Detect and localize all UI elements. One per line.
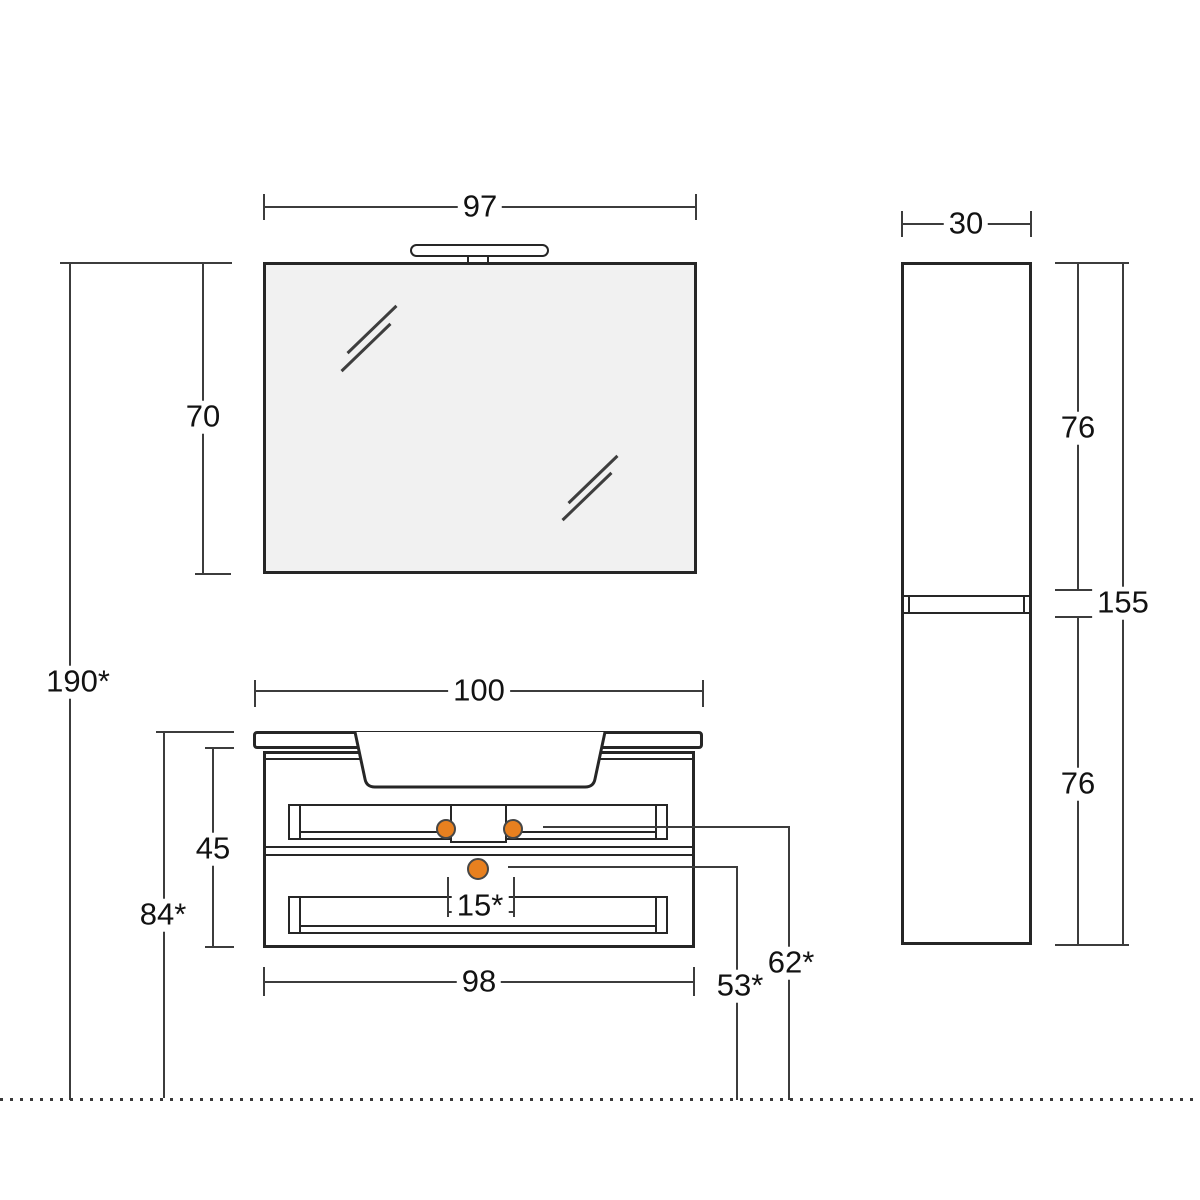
- column-cabinet: [901, 262, 1032, 945]
- dim-tick-underside-top: [156, 731, 234, 733]
- dim-label-column-depth: 30: [943, 207, 989, 241]
- leader-upper-knob-horizontal: [543, 826, 789, 828]
- drawer1-knob-left: [436, 819, 456, 839]
- dim-tick-vanity-top-width-right: [702, 680, 704, 707]
- drawer1-recess-inner-right: [655, 806, 657, 838]
- drawer1-handle-bracket: [450, 804, 507, 843]
- washbasin-outline: [353, 731, 607, 789]
- dim-label-overall-height: 190*: [41, 665, 115, 699]
- drawer1-knob-right: [503, 819, 523, 839]
- dim-extension-line-top-left: [60, 262, 232, 264]
- dim-tick-handle-right: [513, 877, 515, 917]
- dim-tick-vanity-body-height-bottom: [205, 946, 234, 948]
- drawer-divider-line-upper: [264, 846, 694, 848]
- dim-tick-mirror-width-left: [263, 194, 265, 220]
- drawer2-recess-lip: [299, 925, 656, 927]
- dim-label-mirror-height: 70: [180, 400, 226, 434]
- column-divider-band-top: [901, 595, 1032, 597]
- drawer2-recess-inner-left: [299, 898, 301, 932]
- dim-label-handle-spacing: 15*: [451, 889, 509, 923]
- dim-label-column-lower-door: 76: [1055, 767, 1101, 801]
- column-divider-band-inner-left: [908, 597, 910, 612]
- dim-tick-column-bottom: [1055, 944, 1129, 946]
- dim-tick-column-depth-right: [1030, 211, 1032, 237]
- dim-tick-mirror-width-right: [695, 194, 697, 220]
- dim-tick-column-upper-door-bottom: [1055, 589, 1101, 591]
- dim-tick-column-depth-left: [901, 211, 903, 237]
- dim-tick-column-top: [1055, 262, 1129, 264]
- drawer-divider-line-lower: [264, 854, 694, 856]
- mirror: [263, 262, 697, 574]
- dim-label-vanity-body-width: 98: [456, 965, 502, 999]
- dim-tick-vanity-top-width-left: [254, 680, 256, 707]
- drawer2-knob: [467, 858, 489, 880]
- dim-label-mirror-width: 97: [457, 190, 503, 224]
- floor-reference-dotted-line: [0, 1098, 1200, 1101]
- dim-label-column-total-height: 155: [1092, 586, 1154, 620]
- column-divider-band-inner-right: [1023, 597, 1025, 612]
- dim-tick-vanity-body-width-left: [263, 967, 265, 996]
- drawer1-recess-inner-left: [299, 806, 301, 838]
- drawer2-recess-inner-right: [655, 898, 657, 932]
- dim-label-underside-height: 84*: [134, 898, 192, 932]
- dim-tick-mirror-height-bottom: [195, 573, 231, 575]
- dim-label-vanity-body-height: 45: [190, 832, 236, 866]
- dim-label-column-upper-door: 76: [1055, 411, 1101, 445]
- leader-lower-knob-horizontal: [508, 866, 738, 868]
- dim-label-vanity-top-width: 100: [448, 674, 510, 708]
- dim-label-upper-knob-height: 62*: [762, 946, 820, 980]
- dim-tick-vanity-body-height-top: [205, 747, 234, 749]
- dim-label-lower-knob-height: 53*: [711, 969, 769, 1003]
- column-divider-band-bottom: [901, 612, 1032, 614]
- dim-tick-vanity-body-width-right: [693, 967, 695, 996]
- dim-tick-handle-left: [447, 877, 449, 917]
